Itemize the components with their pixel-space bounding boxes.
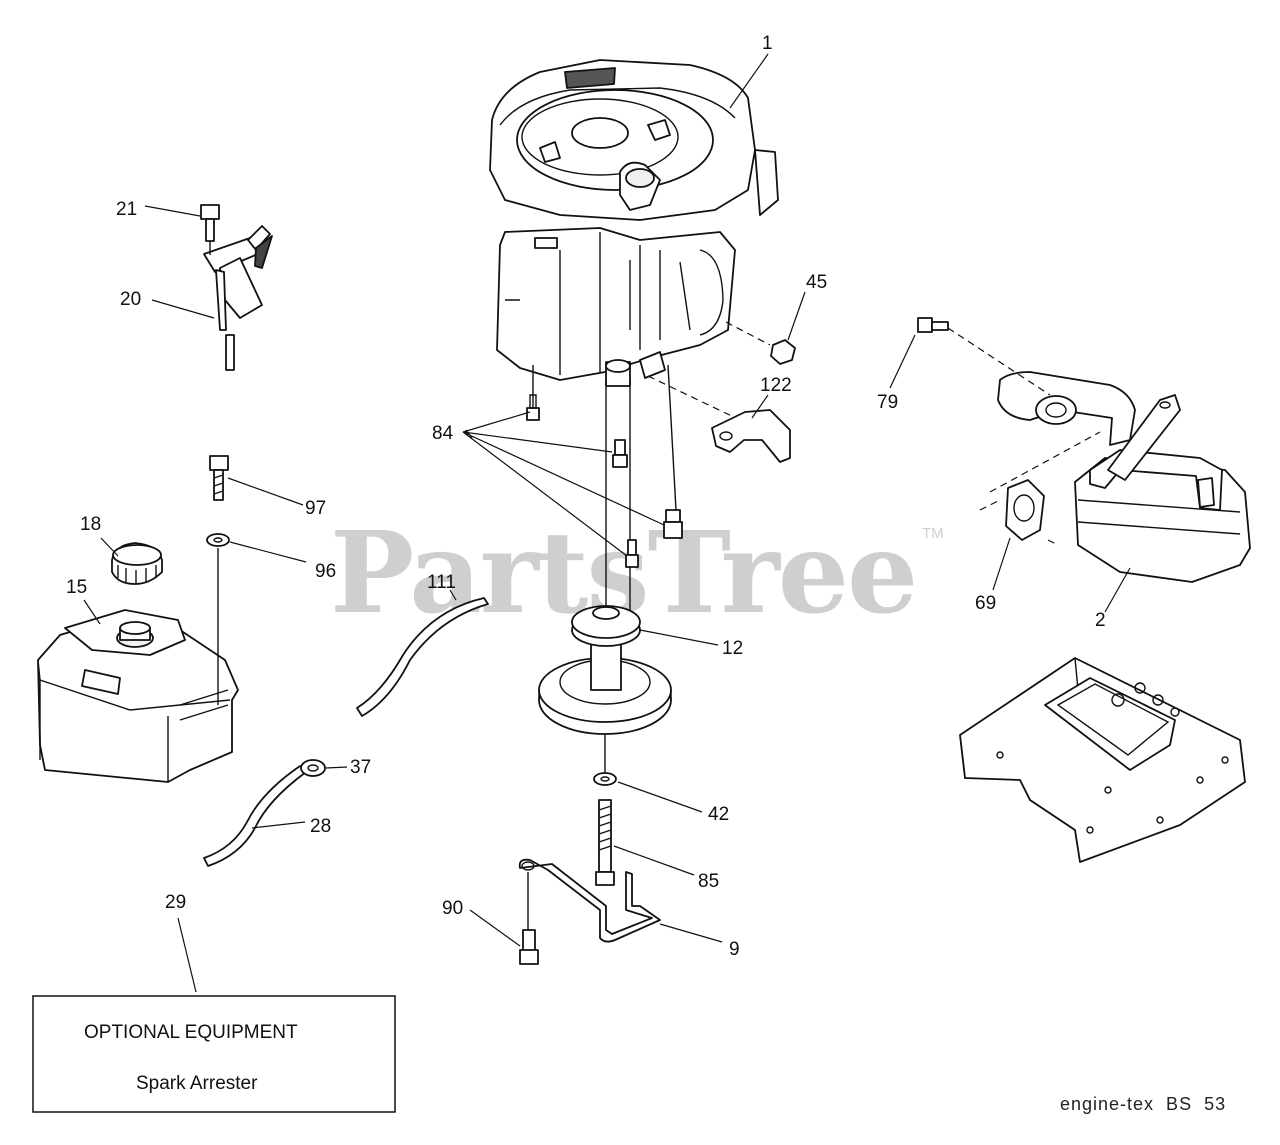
callout-45: 45 [806, 272, 827, 293]
callout-1: 1 [762, 33, 773, 54]
screw-97[interactable] [209, 455, 229, 501]
throttle-control-icon[interactable] [203, 220, 273, 371]
diagram-code: engine-tex BS 53 [1060, 1094, 1226, 1114]
callout-84: 84 [432, 423, 454, 444]
callout-28: 28 [310, 816, 331, 837]
callout-2: 2 [1095, 610, 1106, 631]
callout-111: 111 [427, 572, 456, 593]
callout-9: 9 [729, 939, 740, 960]
washer-42[interactable] [593, 772, 617, 786]
bolt-84-d[interactable] [625, 539, 639, 568]
callout-69: 69 [975, 593, 996, 614]
callout-79: 79 [877, 392, 898, 413]
bolt-90[interactable] [519, 872, 539, 965]
callout-85: 85 [698, 871, 719, 892]
belt-guide-9[interactable] [518, 858, 661, 943]
bolt-84-a[interactable] [526, 394, 540, 421]
callout-29: 29 [165, 892, 186, 913]
callout-122: 122 [760, 375, 792, 396]
callout-96: 96 [315, 561, 336, 582]
engine-mount-plate-icon[interactable] [959, 657, 1246, 863]
fuel-tank-icon[interactable] [37, 609, 239, 783]
clamp-37[interactable] [300, 759, 326, 777]
pulley-icon[interactable] [538, 605, 672, 735]
muffler-icon[interactable] [997, 371, 1251, 583]
gasket-69[interactable] [1005, 479, 1045, 541]
bolt-84-c[interactable] [663, 509, 683, 539]
callout-97: 97 [305, 498, 326, 519]
optional-equipment-box: OPTIONAL EQUIPMENT Spark Arrester [32, 995, 396, 1113]
bolt-85[interactable] [595, 799, 615, 886]
leader-lines [83, 53, 1131, 993]
washer-96[interactable] [206, 533, 230, 547]
callout-20: 20 [120, 289, 141, 310]
callout-90: 90 [442, 898, 463, 919]
heat-shield-122[interactable] [711, 409, 791, 463]
fuel-line-28[interactable] [203, 765, 307, 867]
optional-equipment-title: OPTIONAL EQUIPMENT [84, 1022, 298, 1043]
fuel-line-111[interactable] [356, 597, 489, 717]
callout-37: 37 [350, 757, 371, 778]
spark-arrester-label: Spark Arrester [136, 1073, 258, 1094]
callout-21: 21 [116, 199, 137, 220]
fuel-cap-icon[interactable] [111, 542, 163, 585]
screw-21[interactable] [200, 204, 220, 242]
nut-45[interactable] [770, 339, 796, 365]
callout-12: 12 [722, 638, 743, 659]
bolt-79[interactable] [917, 317, 949, 333]
callout-42: 42 [708, 804, 729, 825]
watermark-trademark: TM [922, 525, 944, 542]
callout-18: 18 [80, 514, 101, 535]
callout-15: 15 [66, 577, 87, 598]
bolt-84-b[interactable] [612, 439, 628, 468]
engine-icon[interactable] [489, 59, 779, 387]
